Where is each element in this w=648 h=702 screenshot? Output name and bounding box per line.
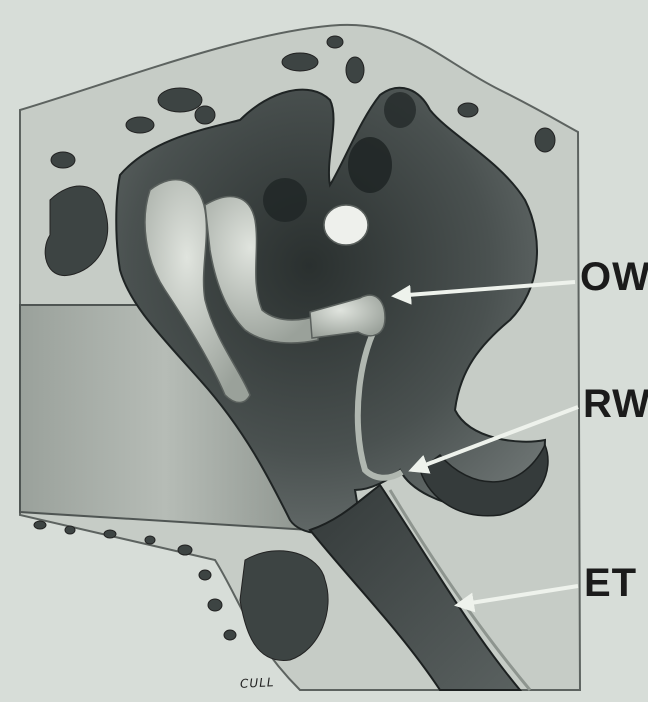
- lenticular-process: [324, 205, 368, 245]
- label-et: ET: [584, 563, 637, 603]
- artist-signature: CULL: [240, 675, 275, 691]
- label-rw: RW: [583, 384, 648, 424]
- label-ow: OW: [580, 257, 648, 297]
